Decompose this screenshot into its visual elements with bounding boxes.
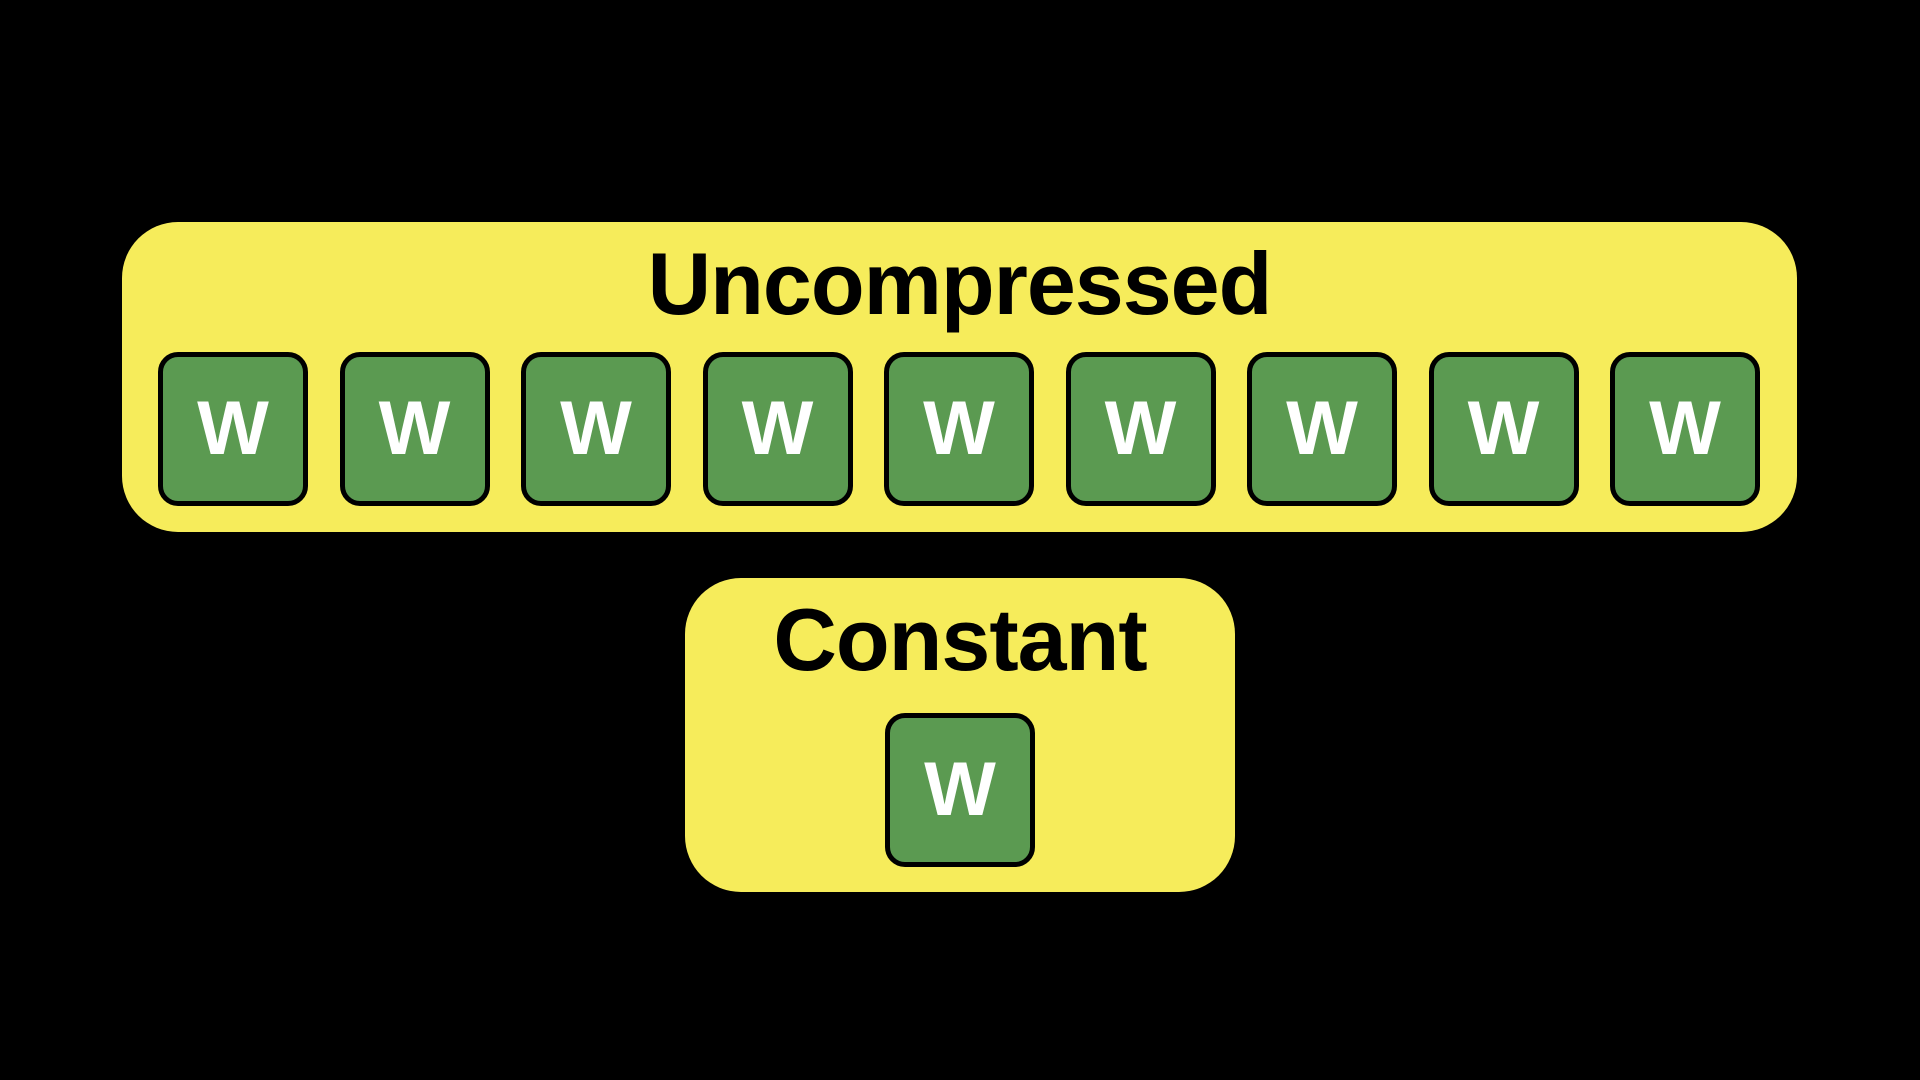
constant-tile-row: W — [685, 713, 1235, 867]
tile-letter: W — [923, 386, 995, 471]
tile-letter: W — [1286, 386, 1358, 471]
tile-letter: W — [741, 386, 814, 471]
uncompressed-letter-tile: W — [1247, 352, 1397, 506]
tile-letter: W — [924, 747, 996, 832]
tile-letter: W — [1104, 386, 1177, 471]
tile-letter: W — [378, 386, 451, 471]
tile-letter: W — [197, 386, 269, 471]
uncompressed-letter-tile: W — [1065, 352, 1216, 506]
constant-panel: Constant W — [685, 578, 1235, 892]
tile-letter: W — [1467, 386, 1540, 471]
tile-letter: W — [1649, 386, 1721, 471]
uncompressed-letter-tile: W — [1428, 352, 1579, 506]
uncompressed-letter-tile: W — [521, 352, 671, 506]
uncompressed-letter-tile: W — [339, 352, 490, 506]
uncompressed-letter-tile: W — [1610, 352, 1760, 506]
constant-letter-tile: W — [885, 713, 1035, 867]
uncompressed-letter-tile: W — [702, 352, 853, 506]
constant-panel-title: Constant — [773, 590, 1147, 689]
tile-letter: W — [560, 386, 632, 471]
uncompressed-panel: Uncompressed W W W W W W W W W — [122, 222, 1797, 532]
uncompressed-letter-tile: W — [158, 352, 308, 506]
uncompressed-panel-title: Uncompressed — [647, 234, 1273, 333]
uncompressed-letter-tile: W — [884, 352, 1034, 506]
